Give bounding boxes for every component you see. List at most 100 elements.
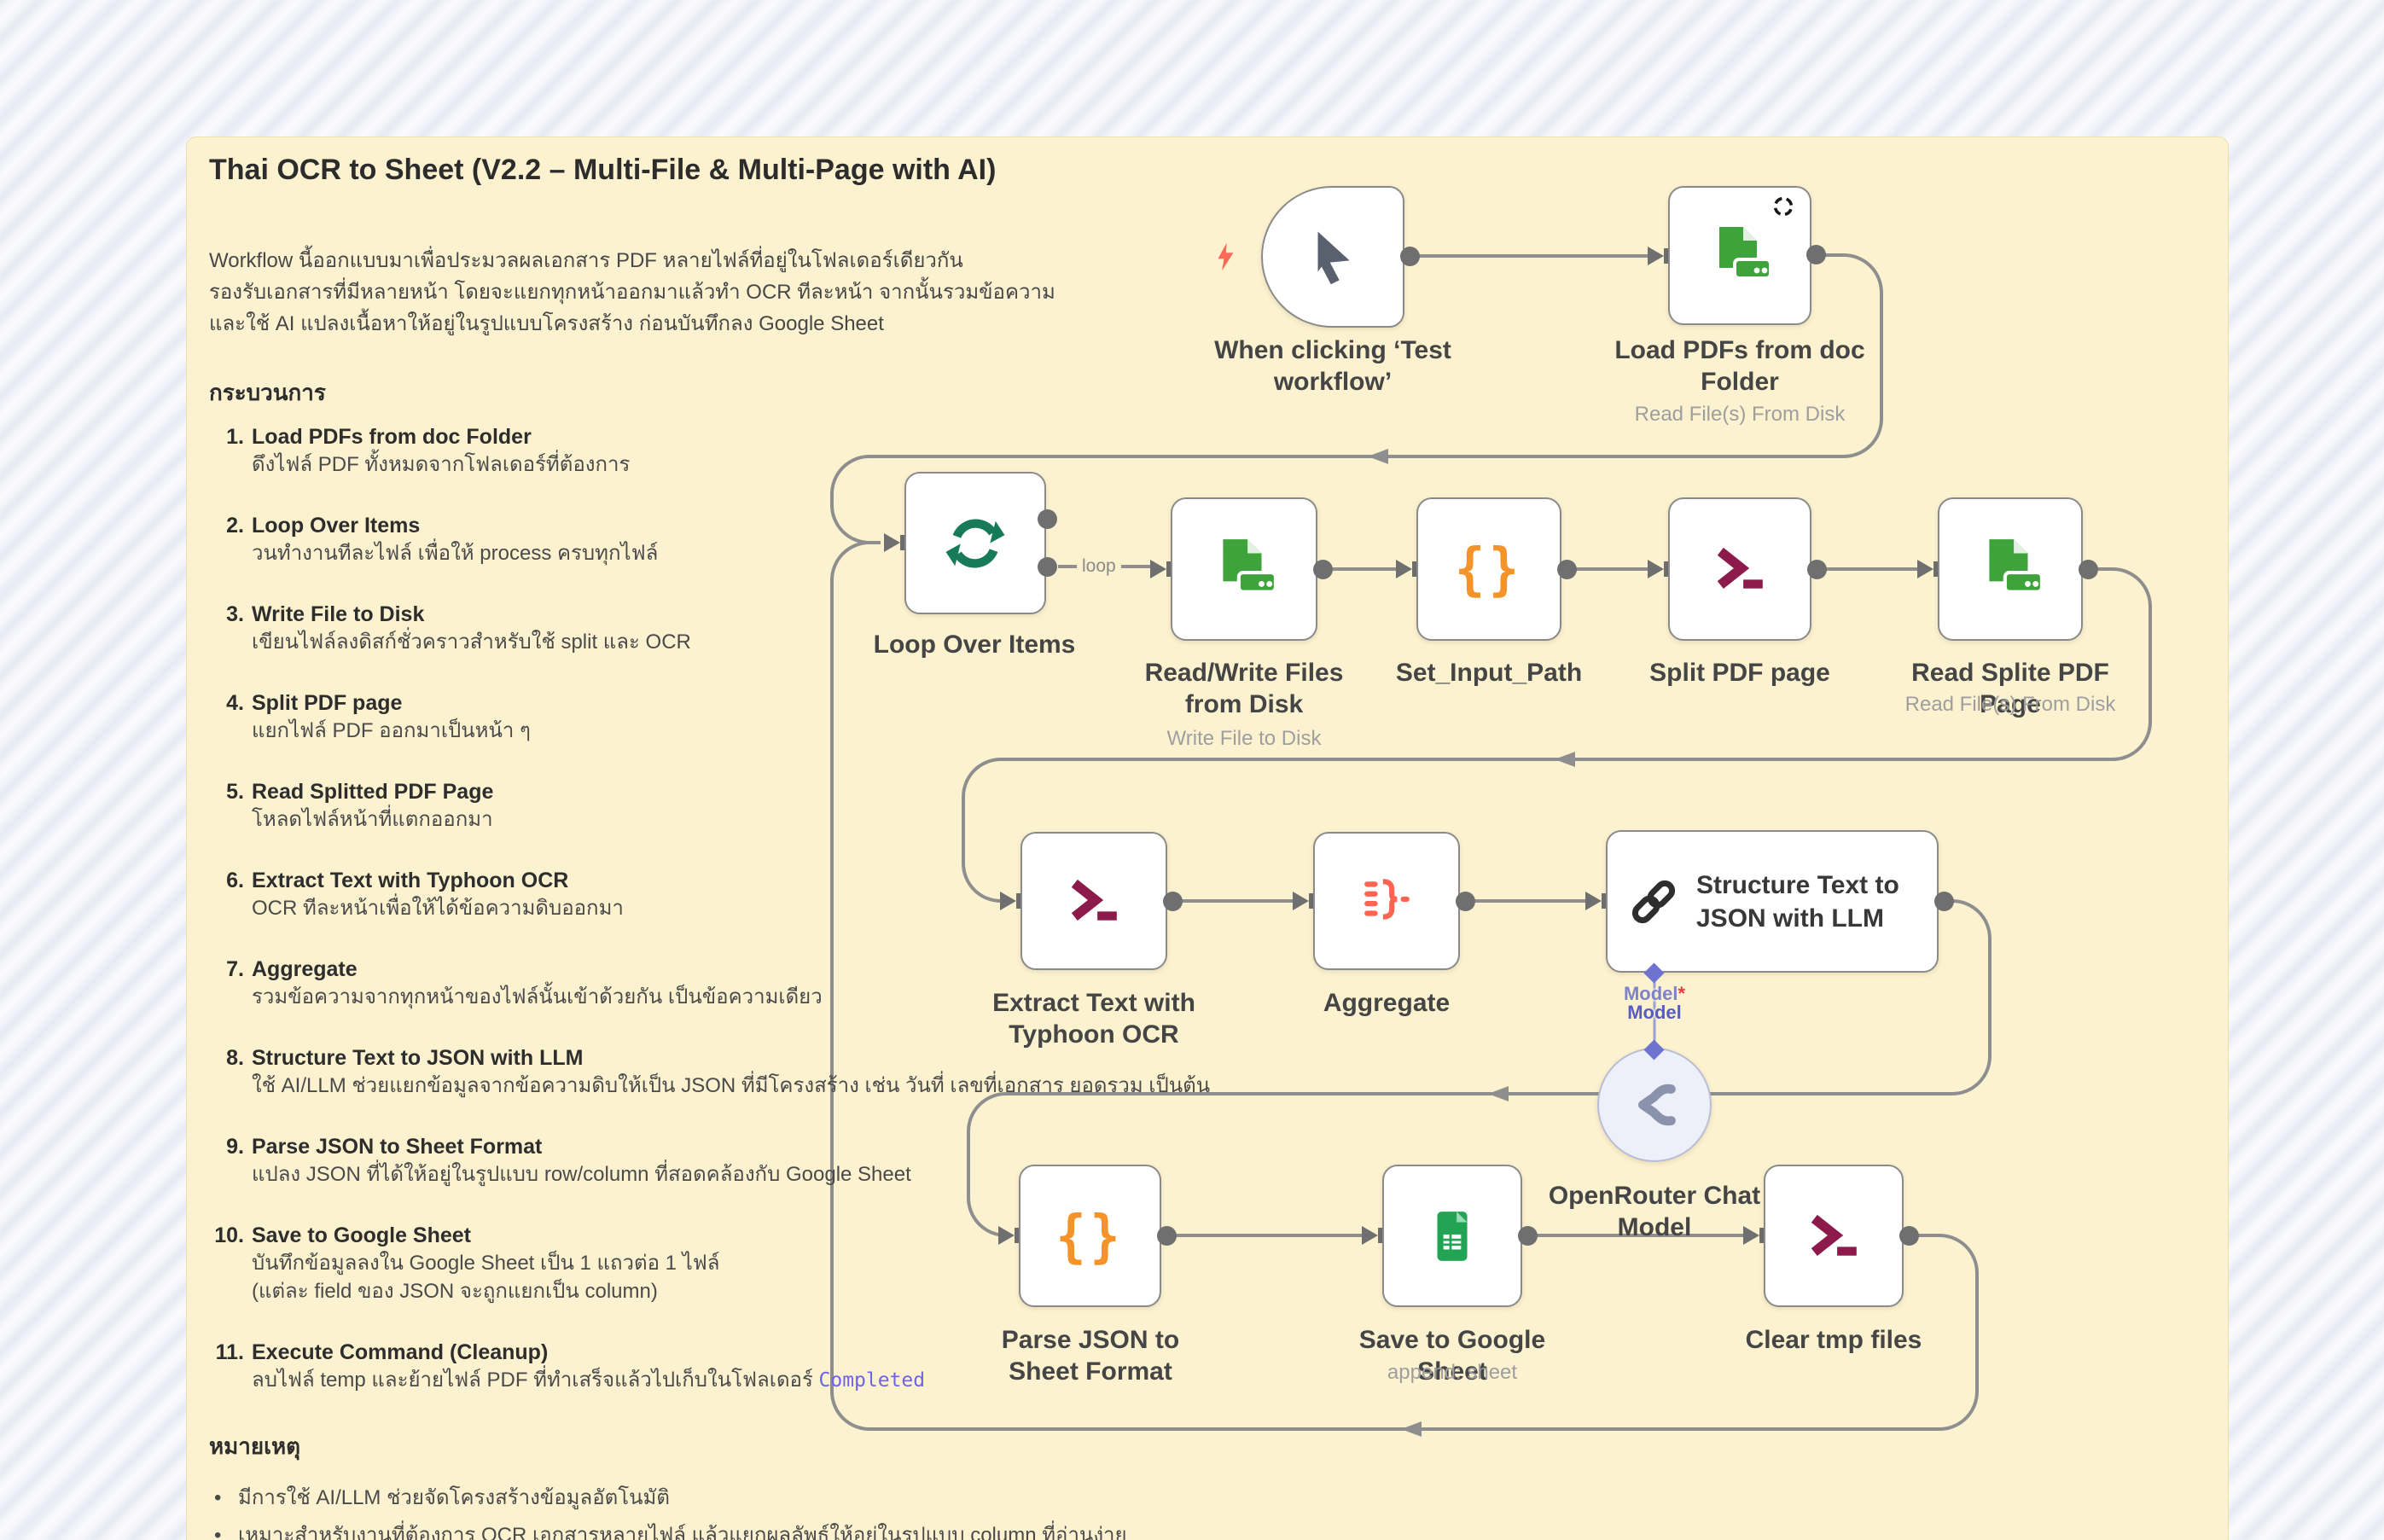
- node-inner-label: Structure Text to JSON with LLM: [1696, 870, 1899, 933]
- step-number: 1.: [226, 425, 244, 449]
- step-number: 2.: [226, 514, 244, 538]
- description-line: และใช้ AI แปลงเนื้อหาให้อยู่ในรูปแบบโครง…: [209, 312, 884, 335]
- terminal-icon: [1071, 879, 1117, 921]
- step-detail: (แต่ละ field ของ JSON จะถูกแยกเป็น colum…: [252, 1277, 719, 1305]
- node-label-trigger: When clicking ‘Test workflow’: [1214, 336, 1451, 396]
- node-structure-text-llm[interactable]: Structure Text to JSON with LLM: [1606, 830, 1939, 973]
- node-openrouter-chat-model[interactable]: [1597, 1048, 1712, 1162]
- terminal-icon: [1811, 1214, 1857, 1256]
- loop-icon: [945, 518, 1005, 568]
- node-label-parse: Parse JSON to Sheet Format: [1001, 1326, 1180, 1386]
- step-body: Parse JSON to Sheet Format แปลง JSON ที่ไ…: [252, 1134, 911, 1188]
- step-detail-text: แยกไฟล์ PDF ออกมาเป็นหน้า ๆ: [252, 719, 531, 742]
- notes-heading: หมายเหตุ: [209, 1433, 301, 1459]
- node-label-read-splite: Read Splite PDF Page: [1911, 659, 2109, 718]
- output-port-loop[interactable]: [1038, 557, 1057, 577]
- output-port[interactable]: [1400, 247, 1420, 266]
- step-title: Loop Over Items: [252, 514, 421, 538]
- step-number: 9.: [226, 1135, 244, 1159]
- bullet-text: มีการใช้ AI/LLM ช่วยจัดโครงสร้างข้อมูลอั…: [238, 1486, 670, 1509]
- output-port-done[interactable]: [1038, 509, 1057, 529]
- output-port[interactable]: [1806, 245, 1826, 264]
- wire-load-to-loop: [830, 253, 1883, 544]
- output-port[interactable]: [1313, 560, 1333, 579]
- step-detail-text: แปลง JSON ที่ได้ให้อยู่ในรูปแบบ row/colu…: [252, 1163, 911, 1186]
- note-bullet: • เหมาะสำหรับงานที่ต้องการ OCR เอกสารหลาย…: [209, 1517, 1344, 1540]
- node-label-rw-files: Read/Write Files from Disk: [1144, 659, 1344, 718]
- node-load-pdfs[interactable]: [1668, 186, 1811, 325]
- node-aggregate[interactable]: [1313, 832, 1460, 970]
- node-parse-json[interactable]: {}: [1019, 1165, 1161, 1307]
- output-port[interactable]: [1557, 560, 1577, 579]
- node-split-pdf[interactable]: [1668, 497, 1811, 641]
- braces-icon: {}: [1455, 535, 1523, 603]
- output-port[interactable]: [1518, 1226, 1538, 1246]
- refresh-icon[interactable]: [1771, 195, 1795, 218]
- step-detail: ดึงไฟล์ PDF ทั้งหมดจากโฟลเดอร์ที่ต้องการ: [252, 450, 630, 479]
- output-port[interactable]: [1899, 1226, 1919, 1246]
- node-rw-files-disk[interactable]: [1171, 497, 1317, 641]
- step-detail-text: บันทึกข้อมูลลงใน Google Sheet เป็น 1 แถว…: [252, 1252, 720, 1275]
- node-extract-typhoon-ocr[interactable]: [1020, 832, 1167, 970]
- step-number: 3.: [226, 602, 244, 626]
- node-loop-over-items[interactable]: [904, 472, 1046, 614]
- step-title: Read Splitted PDF Page: [252, 780, 494, 804]
- node-save-google-sheet[interactable]: [1382, 1165, 1522, 1307]
- bullet-text: เหมาะสำหรับงานที่ต้องการ OCR เอกสารหลายไ…: [238, 1524, 1127, 1540]
- step-number: 11.: [215, 1340, 244, 1364]
- step-title: Execute Command (Cleanup): [252, 1340, 549, 1364]
- step-detail: ใช้ AI/LLM ช่วยแยกข้อมูลจากข้อความดิบให้…: [252, 1072, 1210, 1100]
- sticky-description: Workflow นี้ออกแบบมาเพื่อประมวลผลเอกสาร …: [209, 245, 1344, 340]
- output-port[interactable]: [1157, 1226, 1177, 1246]
- node-clear-tmp-files[interactable]: [1764, 1165, 1904, 1307]
- node-manual-trigger[interactable]: [1261, 186, 1404, 328]
- output-port[interactable]: [1456, 892, 1475, 911]
- description-line: รองรับเอกสารที่มีหลายหน้า โดยจะแยกทุกหน้…: [209, 281, 1055, 304]
- node-set-input-path[interactable]: {}: [1416, 497, 1561, 641]
- step-detail-text: ลบไฟล์ temp และย้ายไฟล์ PDF ที่ทำเสร็จแล…: [252, 1369, 819, 1392]
- step-item: 11. Execute Command (Cleanup) ลบไฟล์ temp …: [209, 1340, 1344, 1395]
- wire-structure-to-parse: [967, 899, 1992, 1237]
- step-title: Write File to Disk: [252, 602, 425, 626]
- bullet-dot: •: [214, 1524, 222, 1540]
- model-connection-label: Model: [1627, 1002, 1682, 1023]
- note-bullet: • มีการใช้ AI/LLM ช่วยจัดโครงสร้างข้อมูลอ…: [209, 1479, 1344, 1517]
- aggregate-icon: [1364, 879, 1410, 920]
- step-body: Execute Command (Cleanup) ลบไฟล์ temp และ…: [252, 1340, 925, 1395]
- output-port[interactable]: [2079, 560, 2098, 579]
- node-read-splite-pdf[interactable]: [1938, 497, 2083, 641]
- output-port[interactable]: [1163, 892, 1183, 911]
- output-port[interactable]: [1934, 892, 1954, 911]
- file-disk-icon: [1223, 539, 1277, 594]
- terminal-icon: [1717, 547, 1763, 590]
- wire-arrows: [1368, 449, 1575, 1437]
- step-body: Save to Google Sheet บันทึกข้อมูลลงใน Goo…: [252, 1223, 719, 1305]
- sticky-note-content: Thai OCR to Sheet (V2.2 – Multi-File & M…: [209, 137, 1344, 1540]
- braces-icon: {}: [1055, 1202, 1125, 1270]
- step-detail-text: OCR ทีละหน้าเพื่อให้ได้ข้อความดิบออกมา: [252, 897, 624, 920]
- lightning-bolt-icon: [1218, 242, 1234, 271]
- node-label-load-pdfs: Load PDFs from doc Folder: [1614, 336, 1865, 396]
- process-heading: กระบวนการ: [209, 380, 326, 405]
- step-title: Save to Google Sheet: [252, 1223, 472, 1247]
- step-title: Extract Text with Typhoon OCR: [252, 869, 569, 892]
- node-label-aggregate: Aggregate: [1323, 989, 1451, 1017]
- step-title: Parse JSON to Sheet Format: [252, 1135, 543, 1159]
- step-number: 4.: [226, 691, 244, 715]
- node-label-split-pdf: Split PDF page: [1649, 659, 1830, 687]
- bullet-dot: •: [214, 1486, 222, 1509]
- description-line: Workflow นี้ออกแบบมาเพื่อประมวลผลเอกสาร …: [209, 249, 963, 272]
- output-port[interactable]: [1807, 560, 1827, 579]
- step-number: 7.: [226, 957, 244, 981]
- step-detail: ลบไฟล์ temp และย้ายไฟล์ PDF ที่ทำเสร็จแล…: [252, 1366, 925, 1395]
